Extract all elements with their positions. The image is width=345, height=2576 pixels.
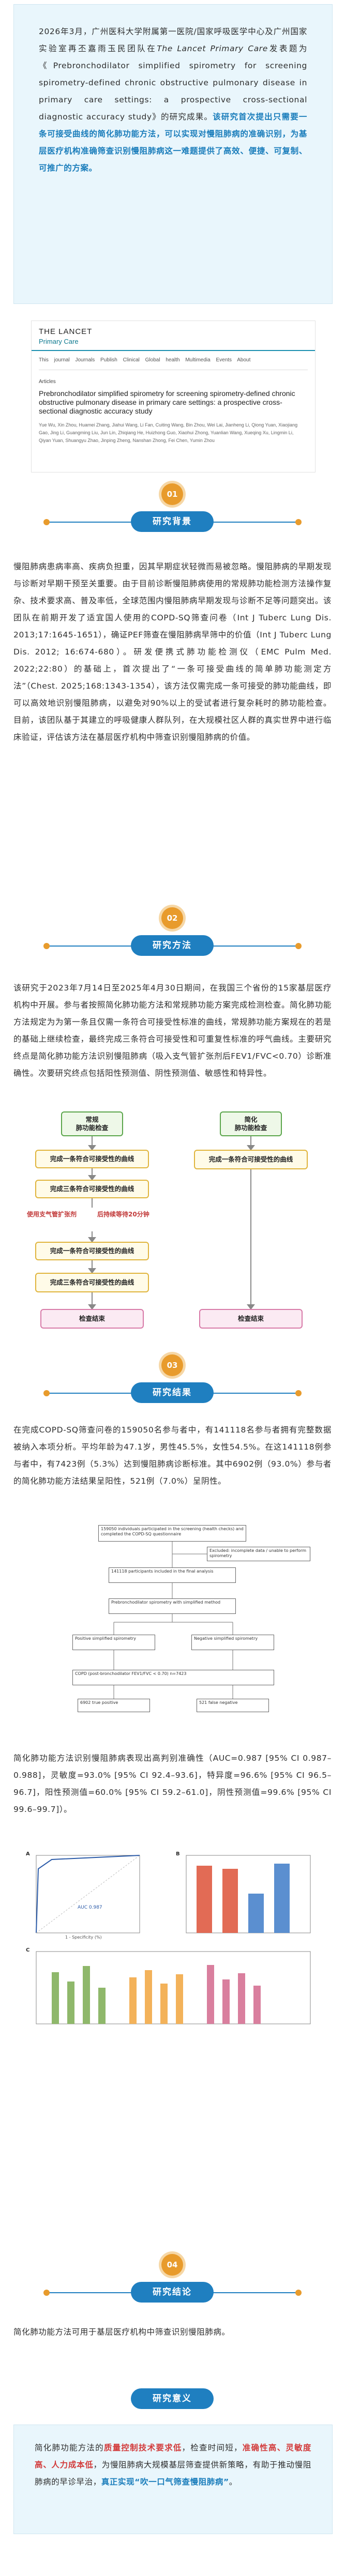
header-cap-left	[43, 2290, 50, 2296]
flow-conventional-title: 常规 肺功能检查	[61, 1111, 123, 1136]
section-title: 研究方法	[131, 935, 214, 956]
figure-graphic	[36, 1855, 311, 2024]
diagram-false-negative: 521 false negative	[197, 1699, 269, 1712]
participant-diagram: 159050 individuals participated in the s…	[21, 1520, 324, 1731]
flow-step-post-three: 完成三条符合可接受性的曲线	[35, 1273, 149, 1292]
paper-article-type: Articles	[39, 379, 56, 385]
sig-e: ，为慢阻肺病大规模基层筛查提供新策略，有助于推动慢阻肺病的早诊早治，	[35, 2460, 311, 2487]
flow-simplified-title: 简化 肺功能检查	[220, 1111, 282, 1136]
header-cap-left	[43, 1390, 50, 1396]
significance-title: 研究意义	[131, 2388, 214, 2409]
panel-a-label: A	[26, 1851, 30, 1857]
panel-c-label: C	[26, 1947, 30, 1953]
results-block-2: 简化肺功能方法识别慢阻肺病表现出高判别准确性（AUC=0.987 [95% CI…	[13, 1750, 332, 1818]
flow-end-right: 检查结束	[199, 1309, 303, 1329]
section-title: 研究结论	[131, 2282, 214, 2303]
significance-box: 简化肺功能方法的质量控制技术要求低，检查时间短，准确性高、灵敏度高、人力成本低，…	[13, 2425, 333, 2534]
flow-step-three-curves: 完成三条符合可接受性的曲线	[35, 1180, 149, 1198]
lancet-logo: THE LANCET	[39, 327, 93, 336]
diagram-positive: Positive simplified spirometry	[72, 1635, 155, 1650]
auc-label: AUC 0.987	[78, 1905, 102, 1910]
panel-b-label: B	[176, 1851, 180, 1857]
accuracy-figure: A B C AUC 0.987 1 - Specificity (%)	[21, 1848, 324, 2032]
flow-simplified-step: 完成一条符合可接受性的曲线	[194, 1150, 308, 1169]
flow-end-left: 检查结束	[40, 1309, 144, 1329]
conclusion-block: 简化肺功能方法可用于基层医疗机构中筛查识别慢阻肺病。	[13, 2324, 332, 2341]
background-block: 慢阻肺病患病率高、疾病负担重，因其早期症状轻微而易被忽略。慢阻肺病的早期发现与诊…	[13, 558, 332, 746]
header-cap-right	[295, 2290, 302, 2296]
diagram-excluded: Excluded: incomplete data / unable to pe…	[207, 1547, 310, 1561]
conclusion-text: 简化肺功能方法可用于基层医疗机构中筛查识别慢阻肺病。	[13, 2327, 230, 2337]
section-background-header: 01 研究背景	[0, 483, 345, 545]
section-number: 03	[161, 1354, 183, 1376]
header-cap-left	[43, 943, 50, 949]
results-text: 在完成COPD-SQ筛查问卷的159050名参与者中，有141118名参与者拥有…	[13, 1425, 332, 1486]
diagram-included: 141118 participants included in the fina…	[109, 1567, 236, 1583]
paper-nav: This journal Journals Publish Clinical G…	[39, 357, 251, 363]
section-number: 04	[161, 2254, 183, 2276]
study-flowchart: 常规 肺功能检查 简化 肺功能检查 完成一条符合可接受性的曲线 完成三条符合可接…	[25, 1111, 321, 1342]
section-number: 02	[161, 907, 183, 929]
lancet-logo-sub: Primary Care	[39, 338, 79, 345]
significance-text: 简化肺功能方法的质量控制技术要求低，检查时间短，准确性高、灵敏度高、人力成本低，…	[14, 2425, 332, 2491]
header-cap-right	[295, 1390, 302, 1396]
section-methods-header: 02 研究方法	[0, 907, 345, 969]
header-cap-right	[295, 519, 302, 525]
diagram-true-positive: 6902 true positive	[78, 1699, 150, 1712]
section-title: 研究结果	[131, 1382, 214, 1403]
intro-paragraph: 2026年3月，广州医科大学附属第一医院/国家呼吸医学中心及广州国家实验室再丕嘉…	[14, 5, 332, 177]
accuracy-text: 简化肺功能方法识别慢阻肺病表现出高判别准确性（AUC=0.987 [95% CI…	[13, 1754, 332, 1814]
results-block: 在完成COPD-SQ筛查问卷的159050名参与者中，有141118名参与者拥有…	[13, 1422, 332, 1490]
flow-step-post-one: 完成一条符合可接受性的曲线	[35, 1242, 149, 1260]
header-cap-right	[295, 943, 302, 949]
section-number: 01	[161, 483, 183, 505]
sig-c: ，检查时间短，	[182, 2443, 243, 2452]
background-text: 慢阻肺病患病率高、疾病负担重，因其早期症状轻微而易被忽略。慢阻肺病的早期发现与诊…	[13, 562, 332, 742]
sig-g: 。	[229, 2477, 237, 2487]
sig-a: 简化肺功能方法的	[35, 2443, 104, 2452]
paper-screenshot: THE LANCET Primary Care This journal Jou…	[31, 321, 316, 472]
methods-text: 该研究于2023年7月14日至2025年4月30日期间，在我国三个省份的15家基…	[13, 983, 332, 1078]
diagram-lines	[113, 1542, 233, 1699]
diagram-copd: COPD (post-bronchodilator FEV1/FVC < 0.7…	[72, 1670, 274, 1685]
header-cap-left	[43, 519, 50, 525]
sig-b: 质量控制技术要求低	[103, 2443, 182, 2452]
diagram-negative: Negative simplified spirometry	[191, 1635, 274, 1650]
methods-block: 该研究于2023年7月14日至2025年4月30日期间，在我国三个省份的15家基…	[13, 980, 332, 1082]
flow-connectors	[88, 1136, 255, 1310]
intro-text-b: 发表题为《Prebronchodilator simplified spirom…	[39, 44, 308, 121]
roc-x-label: 1 - Specificity (%)	[65, 1935, 102, 1940]
sig-d: 准确性高、灵敏度高、人力成本低	[35, 2443, 311, 2470]
section-conclusion-header: 04 研究结论	[0, 2254, 345, 2311]
sig-f: 真正实现“吹一口气筛查慢阻肺病”	[101, 2477, 229, 2487]
flow-wait: 后持续等待20分钟	[97, 1211, 149, 1218]
paper-divider	[32, 350, 315, 351]
intro-text-a: 2026年3月，广州医科大学附属第一医院/国家呼吸医学中心及广州国家实验室再丕嘉…	[39, 27, 307, 53]
flow-bronchodilator: 使用支气管扩张剂	[26, 1211, 77, 1218]
paper-authors: Yue Wu, Xin Zhou, Huamei Zhang, Jiahui W…	[39, 422, 298, 443]
journal-name: The Lancet Primary Care	[157, 44, 268, 53]
diagram-method: Prebronchodilator spirometry with simpli…	[109, 1598, 236, 1614]
flow-step-one-curve: 完成一条符合可接受性的曲线	[35, 1150, 149, 1168]
intro-highlight: 该研究首次提出只需要一条可接受曲线的简化肺功能方法，可以实现对慢阻肺病的准确识别…	[39, 112, 307, 173]
diagram-screened: 159050 individuals participated in the s…	[98, 1525, 246, 1542]
intro-box: 2026年3月，广州医科大学附属第一医院/国家呼吸医学中心及广州国家实验室再丕嘉…	[13, 4, 333, 304]
section-title: 研究背景	[131, 511, 214, 532]
section-results-header: 03 研究结果	[0, 1354, 345, 1411]
paper-title: Prebronchodilator simplified spirometry …	[39, 389, 295, 415]
